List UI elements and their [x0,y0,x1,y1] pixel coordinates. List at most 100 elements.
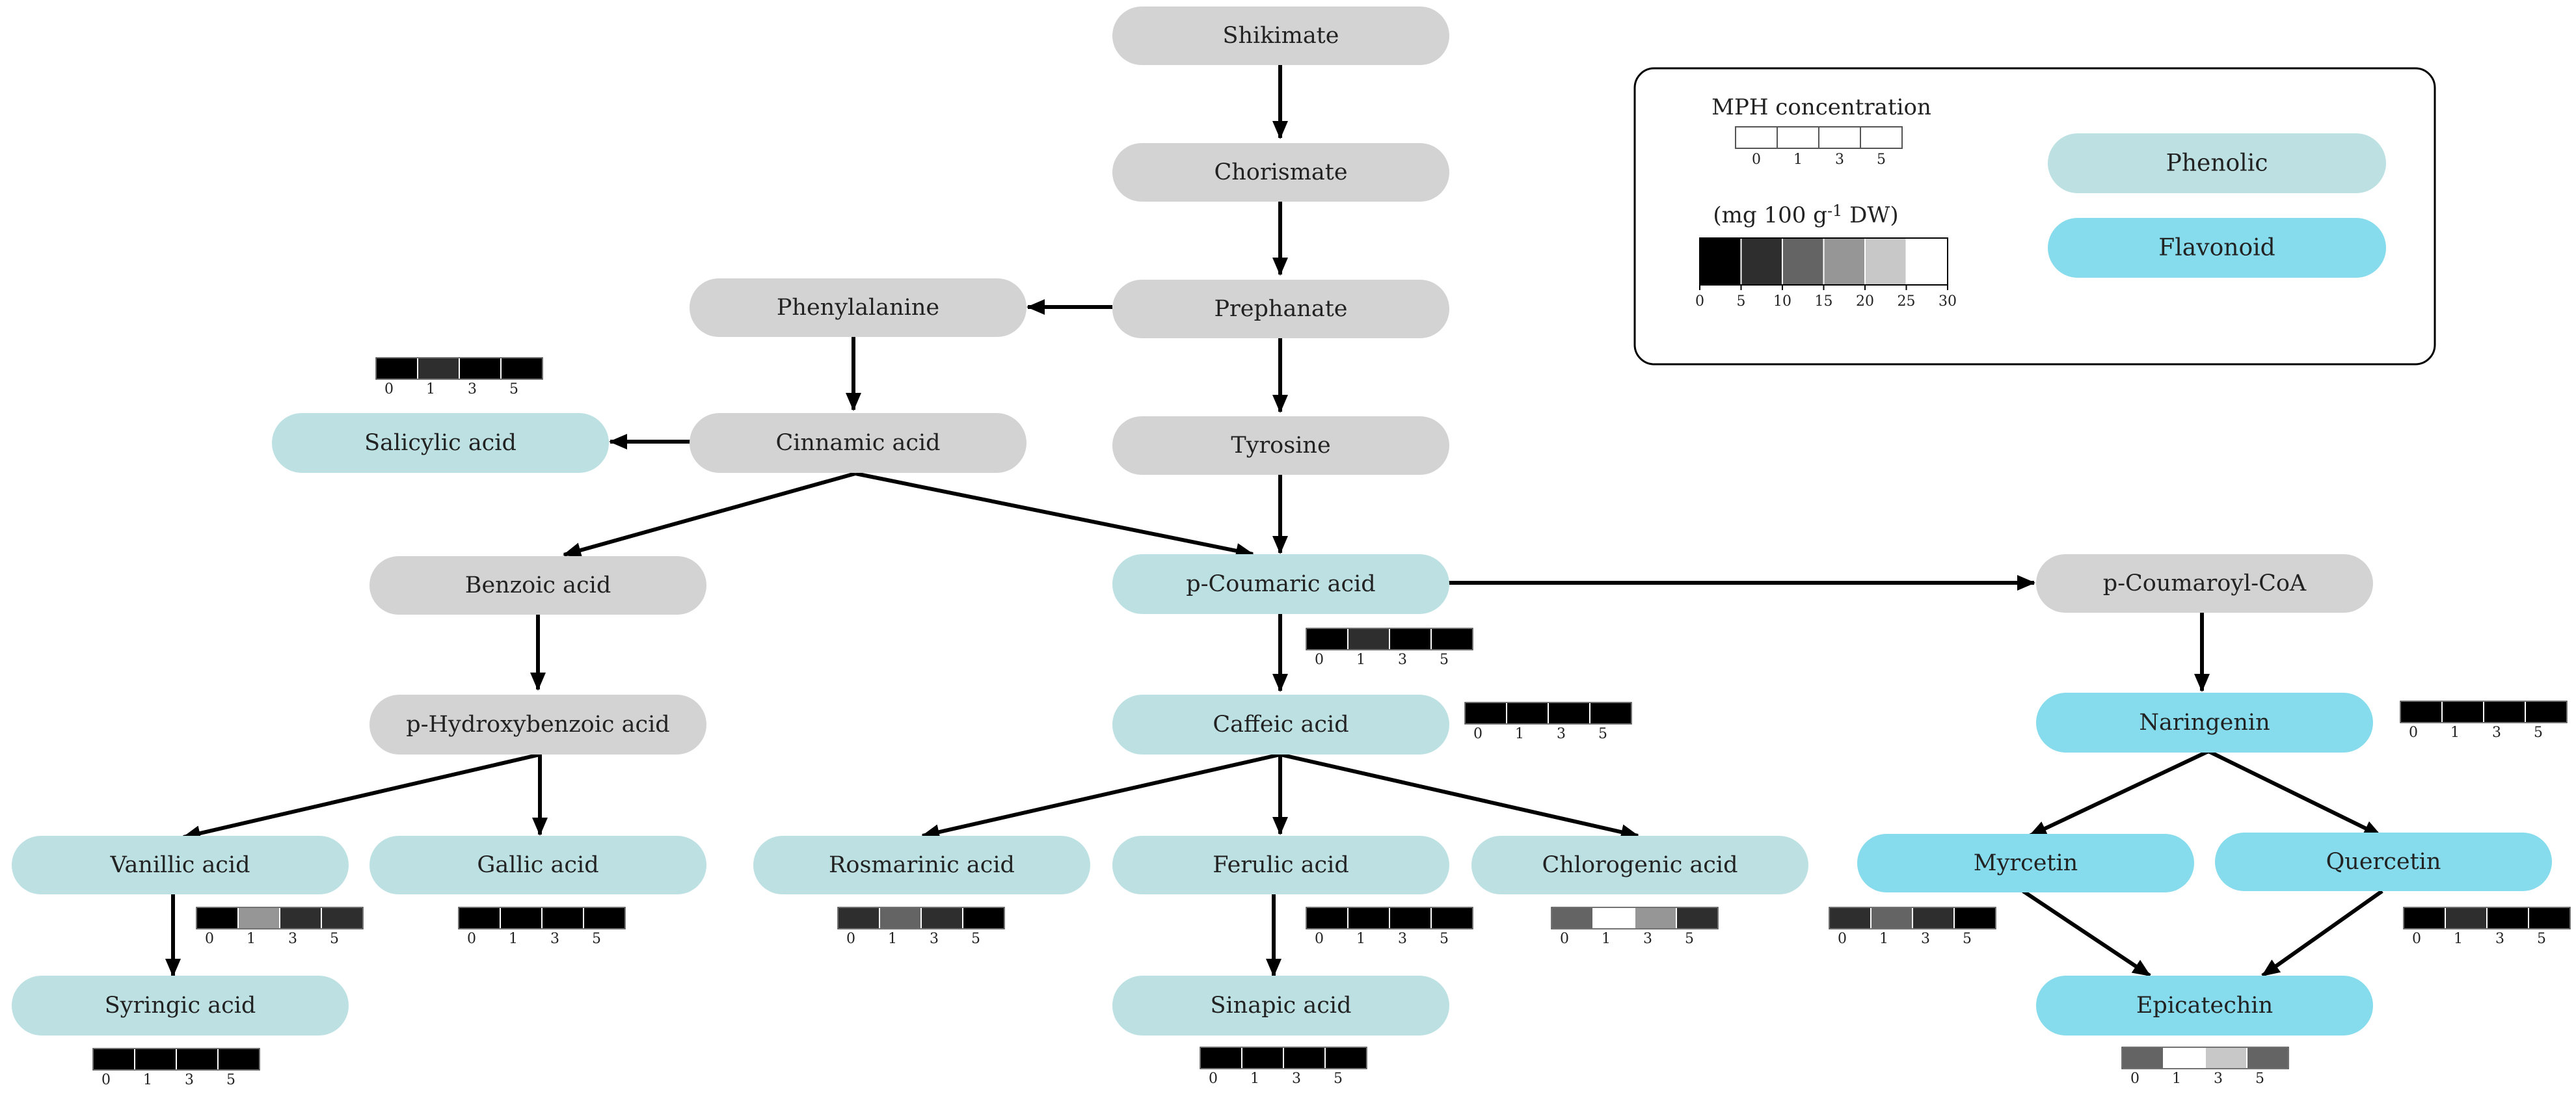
mph-cell [1735,126,1778,149]
edge-naringenin-myrcetin [2028,749,2210,838]
legend-flavonoid-key: Flavonoid [2048,218,2386,278]
heatmap-dose-label: 0 [1838,931,1847,947]
heatmap-cell [1324,1047,1367,1069]
heatmap-cell [1551,907,1594,929]
heatmap-cell [375,357,418,380]
heatmap-cell [1634,907,1677,929]
node-quercetin-label: Quercetin [2326,849,2441,875]
node-ferulic-acid-label: Ferulic acid [1213,852,1349,878]
heatmap-dose-label: 1 [1515,726,1524,742]
heatmap-dose-label: 3 [1398,652,1407,668]
heatmap-cell [2483,701,2526,723]
legend-phenolic-swatch [2048,133,2386,193]
heatmap-dose-label: 0 [1560,931,1569,947]
legend-unit-label: (mg 100 g-1 DW) [1713,202,1898,228]
node-caffeic-acid: Caffeic acid [1112,695,1449,755]
node-rosmarinic-acid: Rosmarinic acid [753,836,1090,894]
heatmap-dose-label: 5 [1334,1071,1343,1087]
node-benzoic-acid: Benzoic acid [369,556,706,615]
node-prephanate-label: Prephanate [1214,296,1348,322]
heatmap-dose-label: 5 [226,1072,235,1088]
heatmap-cell [1829,907,1872,929]
heatmap-dose-label: 3 [550,931,559,947]
heatmap-dose-label: 3 [1643,931,1652,947]
heatmap-cell [500,357,543,380]
node-chorismate-label: Chorismate [1214,159,1347,185]
heatmap-cell [458,907,501,929]
heatmap-dose-label: 0 [2409,725,2418,741]
heatmap-cell [2441,701,2484,723]
heatmap-dose-label: 5 [1440,652,1449,668]
scale-swatch [1864,237,1907,286]
heatmap-cell [279,907,322,929]
heatmap-dose-label: 1 [1602,931,1611,947]
heatmap-cell [1592,907,1635,929]
heatmap-cell [1430,907,1473,929]
heatmap-cell [1430,628,1473,650]
heatmap-dose-label: 1 [2454,931,2463,947]
heatmap-outline [1551,907,1719,929]
heatmap-cell [321,907,364,929]
node-chlorogenic-acid: Chlorogenic acid [1471,836,1808,894]
node-quercetin: Quercetin [2215,833,2552,891]
heatmap-dose-label: 3 [288,931,297,947]
mph-cell [1777,126,1819,149]
heatmap-dose-label: 1 [2450,725,2460,741]
legend-flavonoid-label: Flavonoid [2158,235,2275,261]
heatmap-cell [500,907,543,929]
node-gallic-acid-label: Gallic acid [477,852,598,878]
scale-tick-label: 15 [1815,293,1833,310]
heatmap-dose-label: 3 [2492,725,2501,741]
node-sinapic-acid: Sinapic acid [1112,976,1449,1036]
mph-cell [1860,126,1903,149]
heatmap-outline [375,357,543,380]
node-p-coumaroyl-coa-label: p-Coumaroyl-CoA [2103,570,2307,596]
edge-myrcetin-epicatechin [2022,889,2151,978]
legend-phenolic-key: Phenolic [2048,133,2386,193]
node-phenylalanine-label: Phenylalanine [777,295,939,321]
legend-mph-title: MPH concentration [1711,94,1931,120]
pathway-nodes: Shikimate Chorismate Prephanate Phenylal… [12,7,2552,1036]
heatmap-cell [1953,907,1996,929]
node-tyrosine: Tyrosine [1112,416,1449,475]
node-caffeic-acid-label: Caffeic acid [1213,712,1348,738]
scale-tick-label: 25 [1898,293,1916,310]
heatmap-cell [1283,1047,1326,1069]
node-p-coumaric-acid-label: p-Coumaric acid [1186,571,1375,597]
node-naringenin: Naringenin [2036,693,2373,753]
heatmap-cell [2205,1047,2247,1069]
heatmap-cell [1870,907,1913,929]
heatmap-dose-label: 0 [1315,931,1324,947]
heatmap-dose-label: 1 [143,1072,152,1088]
node-epicatechin: Epicatechin [2036,976,2373,1036]
heatmap-dose-label: 5 [2255,1071,2264,1087]
heatmap-cell [1464,702,1507,725]
node-phenylalanine: Phenylalanine [690,278,1026,337]
node-ferulic-acid: Ferulic acid [1112,836,1449,894]
heatmap-dose-label: 3 [1292,1071,1301,1087]
node-syringic-acid-label: Syringic acid [105,993,256,1019]
heatmap-dose-label: 3 [1398,931,1407,947]
heatmap-dose-label: 5 [2537,931,2546,947]
heatmap-cell [1912,907,1955,929]
heatmap-cell [2121,1047,2164,1069]
heatmap-cell [1347,907,1390,929]
heatmap-cell [837,907,880,929]
node-vanillic-acid: Vanillic acid [12,836,349,894]
mph-tick-label: 1 [1793,152,1803,168]
heatmap-dose-label: 0 [1315,652,1324,668]
heatmap-dose-label: 1 [1250,1071,1259,1087]
mph-cell [1818,126,1861,149]
node-p-coumaric-acid: p-Coumaric acid [1112,554,1449,614]
heatmap-cell [1241,1047,1284,1069]
heatmap-cell [962,907,1005,929]
edge-caffeic-rosmarinic [921,753,1281,840]
node-chorismate: Chorismate [1112,143,1449,202]
